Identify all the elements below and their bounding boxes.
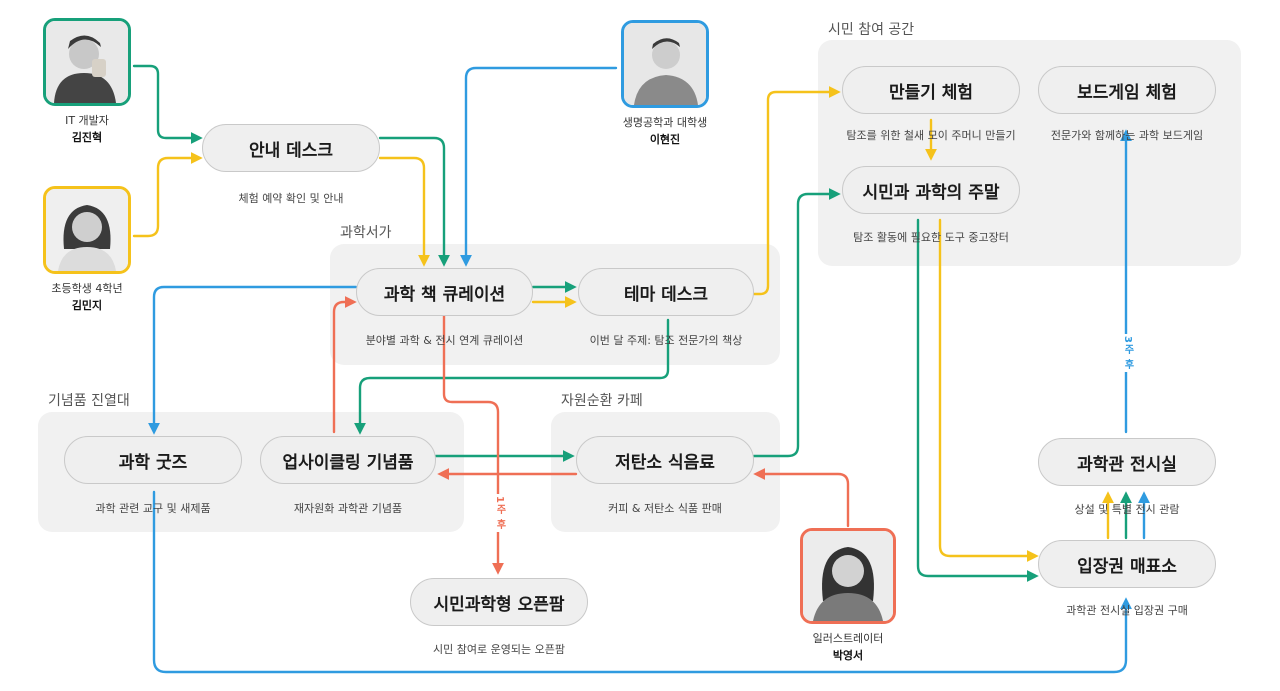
wire-green-4 bbox=[354, 318, 670, 435]
wire-green-7 bbox=[916, 218, 1039, 582]
node-low-carbon-desc: 커피 & 저탄소 식품 판매 bbox=[608, 502, 722, 515]
person-role: 일러스트레이터 bbox=[812, 632, 884, 645]
wire-yellow-1 bbox=[132, 152, 203, 238]
wire-orange-1 bbox=[753, 468, 850, 528]
wire-yellow-6 bbox=[938, 218, 1039, 562]
wire-orange-4 bbox=[442, 310, 504, 575]
wire-label-after-3weeks: 3주 후 bbox=[1120, 334, 1135, 373]
node-exhibition[interactable]: 과학관 전시실 bbox=[1038, 438, 1216, 486]
node-exhibition-desc: 상설 및 특별 전시 관람 bbox=[1074, 503, 1180, 516]
person-kim-jinhyuk: IT 개발자 김진혁 bbox=[27, 18, 147, 145]
person-role: IT 개발자 bbox=[65, 114, 109, 127]
node-weekend[interactable]: 시민과 과학의 주말 bbox=[842, 166, 1020, 214]
zone-civic-title: 시민 참여 공간 bbox=[828, 22, 915, 38]
person-role: 초등학생 4학년 bbox=[51, 282, 123, 295]
avatar-photo-icon bbox=[800, 528, 896, 624]
avatar-photo-icon bbox=[43, 18, 131, 106]
zone-bookshelf-title: 과학서가 bbox=[340, 225, 392, 241]
zone-cafe-title: 자원순환 카페 bbox=[561, 393, 643, 409]
person-role: 생명공학과 대학생 bbox=[622, 116, 708, 129]
node-theme-desk-desc: 이번 달 주제: 탐조 전문가의 책상 bbox=[589, 334, 743, 347]
person-name: 이현진 bbox=[649, 133, 681, 146]
node-goods-desc: 과학 관련 교구 및 새제품 bbox=[95, 502, 211, 515]
person-lee-hyunjin: 생명공학과 대학생 이현진 bbox=[605, 20, 725, 147]
wire-blue-1 bbox=[460, 66, 618, 267]
node-ticket-desc: 과학관 전시실 입장권 구매 bbox=[1066, 604, 1188, 617]
node-curation-desc: 분야별 과학 & 전시 연계 큐레이션 bbox=[365, 334, 524, 347]
node-weekend-desc: 탐조 활동에 필요한 도구 중고장터 bbox=[853, 231, 1009, 244]
node-upcycling[interactable]: 업사이클링 기념품 bbox=[260, 436, 436, 484]
node-goods[interactable]: 과학 굿즈 bbox=[64, 436, 242, 484]
node-low-carbon[interactable]: 저탄소 식음료 bbox=[576, 436, 754, 484]
wire-blue-2 bbox=[148, 285, 358, 435]
wire-label-after-week: 1주 후 bbox=[492, 494, 507, 533]
wire-green-1 bbox=[132, 64, 203, 144]
avatar-photo-icon bbox=[621, 20, 709, 108]
node-ticket[interactable]: 입장권 매표소 bbox=[1038, 540, 1216, 588]
wire-orange-3 bbox=[332, 296, 357, 434]
avatar-photo-icon bbox=[43, 186, 131, 274]
person-name: 박영서 bbox=[832, 649, 864, 662]
person-kim-minji: 초등학생 4학년 김민지 bbox=[27, 186, 147, 313]
person-name: 김민지 bbox=[71, 299, 103, 312]
node-info-desk[interactable]: 안내 데스크 bbox=[202, 124, 380, 172]
node-info-desk-desc: 체험 예약 확인 및 안내 bbox=[238, 192, 344, 205]
node-making[interactable]: 만들기 체험 bbox=[842, 66, 1020, 114]
wire-yellow-2 bbox=[378, 156, 430, 267]
wire-yellow-4 bbox=[752, 86, 841, 296]
node-open-farm-desc: 시민 참여로 운영되는 오픈팜 bbox=[433, 643, 565, 656]
node-upcycling-desc: 재자원화 과학관 기념품 bbox=[293, 502, 403, 515]
person-park-youngseo: 일러스트레이터 박영서 bbox=[788, 528, 908, 663]
node-board-game[interactable]: 보드게임 체험 bbox=[1038, 66, 1216, 114]
node-open-farm[interactable]: 시민과학형 오픈팜 bbox=[410, 578, 588, 626]
person-name: 김진혁 bbox=[71, 131, 103, 144]
zone-souvenir-title: 기념품 진열대 bbox=[48, 393, 130, 409]
wire-blue-3 bbox=[152, 490, 1132, 674]
node-making-desc: 탐조를 위한 철새 모이 주머니 만들기 bbox=[846, 129, 1016, 142]
node-board-game-desc: 전문가와 함께하는 과학 보드게임 bbox=[1050, 129, 1204, 142]
wire-green-2 bbox=[378, 136, 450, 267]
node-theme-desk[interactable]: 테마 데스크 bbox=[578, 268, 754, 316]
wire-green-6 bbox=[752, 188, 841, 458]
node-curation[interactable]: 과학 책 큐레이션 bbox=[356, 268, 533, 316]
